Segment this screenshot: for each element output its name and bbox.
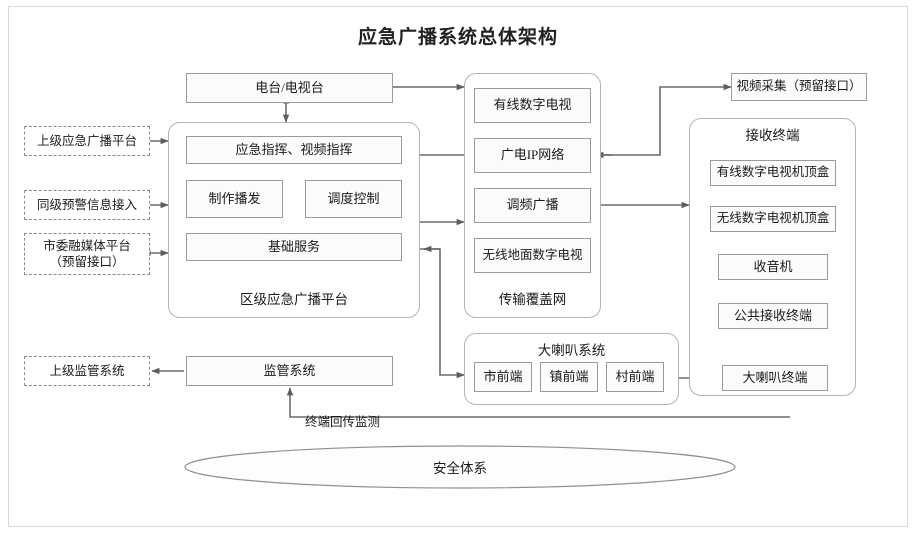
external-input-upper-platform-label: 上级应急广播平台: [36, 133, 137, 148]
upper-supervision-box[interactable]: 上级监管系统: [24, 356, 150, 386]
loudspeaker-item-village[interactable]: 村前端: [606, 362, 664, 392]
terminal-item-wireless-stb[interactable]: 无线数字电视机顶盒: [710, 206, 836, 232]
terminal-feedback-label: 终端回传监测: [305, 415, 381, 429]
platform-module-basic-service-label: 基础服务: [267, 238, 320, 254]
platform-module-production-label: 制作播发: [208, 190, 261, 206]
transmission-item-cable-tv-label: 有线数字电视: [493, 97, 572, 113]
terminal-item-wireless-stb-label: 无线数字电视机顶盒: [716, 211, 830, 226]
terminal-item-cable-stb-label: 有线数字电视机顶盒: [716, 165, 830, 180]
external-input-media-platform-label: 市委融媒体平台 （预留接口）: [43, 238, 131, 269]
terminal-item-radio-label: 收音机: [753, 258, 793, 274]
platform-module-command-label: 应急指挥、视频指挥: [235, 141, 353, 157]
transmission-item-terrestrial-tv-label: 无线地面数字电视: [482, 247, 583, 262]
platform-module-production[interactable]: 制作播发: [186, 180, 283, 218]
external-input-warning-access-label: 同级预警信息接入: [36, 197, 137, 212]
supervision-system-box[interactable]: 监管系统: [186, 356, 393, 386]
security-system-label: 安全体系: [433, 461, 487, 476]
platform-caption: 区级应急广播平台: [240, 292, 348, 307]
external-input-media-platform[interactable]: 市委融媒体平台 （预留接口）: [24, 233, 150, 275]
transmission-item-ip-network-label: 广电IP网络: [500, 147, 565, 163]
terminals-caption: 接收终端: [745, 128, 800, 143]
security-system-shape: 安全体系: [183, 443, 737, 491]
broadcaster-box[interactable]: 电台/电视台: [186, 73, 393, 103]
platform-module-dispatch-label: 调度控制: [327, 190, 380, 206]
terminal-item-loudspeaker-label: 大喇叭终端: [742, 369, 808, 385]
loudspeaker-item-village-label: 村前端: [615, 368, 655, 384]
page-title: 应急广播系统总体架构: [357, 27, 558, 48]
terminal-item-public-receiver-label: 公共接收终端: [733, 307, 812, 323]
terminal-item-radio[interactable]: 收音机: [718, 254, 828, 280]
transmission-item-terrestrial-tv[interactable]: 无线地面数字电视: [474, 238, 591, 273]
external-input-warning-access[interactable]: 同级预警信息接入: [24, 190, 150, 220]
loudspeaker-item-city[interactable]: 市前端: [474, 362, 532, 392]
platform-module-command[interactable]: 应急指挥、视频指挥: [186, 136, 402, 164]
loudspeaker-item-town[interactable]: 镇前端: [540, 362, 598, 392]
loudspeaker-item-city-label: 市前端: [483, 368, 523, 384]
diagram-frame: [8, 6, 908, 527]
broadcaster-label: 电台/电视台: [255, 79, 324, 95]
platform-module-dispatch[interactable]: 调度控制: [305, 180, 402, 218]
upper-supervision-label: 上级监管系统: [49, 363, 125, 378]
supervision-system-label: 监管系统: [263, 362, 316, 378]
platform-module-basic-service[interactable]: 基础服务: [186, 233, 402, 261]
loudspeaker-caption: 大喇叭系统: [537, 343, 606, 358]
transmission-item-ip-network[interactable]: 广电IP网络: [474, 138, 591, 173]
terminal-item-cable-stb[interactable]: 有线数字电视机顶盒: [710, 160, 836, 186]
transmission-item-fm-radio[interactable]: 调频广播: [474, 188, 591, 223]
terminal-item-loudspeaker[interactable]: 大喇叭终端: [722, 365, 828, 391]
video-capture-box[interactable]: 视频采集（预留接口）: [731, 73, 867, 101]
video-capture-label: 视频采集（预留接口）: [736, 79, 862, 94]
transmission-caption: 传输覆盖网: [498, 292, 567, 307]
transmission-item-cable-tv[interactable]: 有线数字电视: [474, 88, 591, 123]
loudspeaker-item-town-label: 镇前端: [549, 368, 589, 384]
terminal-item-public-receiver[interactable]: 公共接收终端: [718, 303, 828, 329]
transmission-item-fm-radio-label: 调频广播: [506, 197, 559, 213]
external-input-upper-platform[interactable]: 上级应急广播平台: [24, 126, 150, 156]
